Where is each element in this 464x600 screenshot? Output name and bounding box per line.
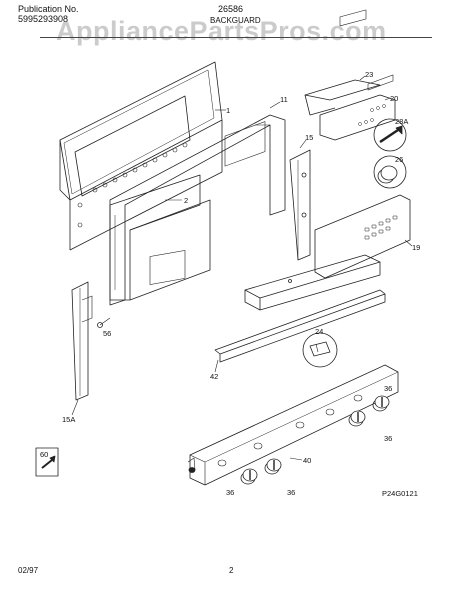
callout-40: 40 <box>303 456 311 465</box>
control-panel-part-19 <box>314 74 411 279</box>
trim-strip-part-42 <box>214 289 386 363</box>
glass-panel <box>244 254 381 311</box>
callout-15: 15 <box>305 133 313 142</box>
manifold-panel-part-40 <box>187 364 399 486</box>
publication-number: 5995293908 <box>18 14 69 24</box>
callout-19: 19 <box>412 243 420 252</box>
leader-23 <box>359 75 366 81</box>
callout-36-d: 36 <box>287 488 295 497</box>
callout-2: 2 <box>184 196 188 205</box>
callout-36-c: 36 <box>226 488 234 497</box>
leader-15a <box>71 399 79 416</box>
callout-26: 26 <box>395 155 403 164</box>
callout-15a: 15A <box>62 415 75 424</box>
knob-part-36 <box>348 410 366 427</box>
screw-detail-part-28a <box>373 118 407 152</box>
diagram-code: P24G0121 <box>382 489 418 498</box>
screw-inset-part-60 <box>35 447 59 477</box>
callout-42: 42 <box>210 372 218 381</box>
watermark: AppliancePartsPros.com <box>56 16 387 46</box>
switch-detail-part-24 <box>302 332 338 368</box>
knob-detail-part-26 <box>373 155 407 189</box>
publication-label: Publication No. <box>18 4 79 14</box>
callout-56: 56 <box>103 329 111 338</box>
side-bracket-part-15a <box>71 281 93 401</box>
header-rule <box>40 37 432 38</box>
callout-24: 24 <box>315 327 323 336</box>
screw-part-56 <box>97 317 111 328</box>
rear-panel-part-1 <box>59 61 223 251</box>
leader-15 <box>299 139 307 149</box>
knob-part-36 <box>372 395 390 412</box>
model-number: 26586 <box>218 4 244 14</box>
callout-23: 23 <box>365 70 373 79</box>
footer-date: 02/97 <box>18 566 39 575</box>
callout-60: 60 <box>40 450 48 459</box>
knob-part-36 <box>240 468 258 485</box>
leader-42 <box>214 359 219 373</box>
callout-36-a: 36 <box>384 384 392 393</box>
side-bracket-part-15 <box>289 149 311 261</box>
callout-11: 11 <box>280 95 288 104</box>
leader-11 <box>269 101 281 109</box>
frame-part-11 <box>109 114 286 306</box>
callout-1: 1 <box>226 106 230 115</box>
leader-40 <box>289 457 303 461</box>
callout-36-b: 36 <box>384 434 392 443</box>
knob-part-36 <box>264 458 282 475</box>
callout-20: 20 <box>390 94 398 103</box>
overlay-part-23 <box>304 79 381 116</box>
callout-28a: 28A <box>395 117 408 126</box>
leader-20 <box>384 97 391 101</box>
leader-19 <box>404 239 413 247</box>
section-title: BACKGUARD <box>210 16 261 25</box>
footer-page: 2 <box>229 566 234 575</box>
